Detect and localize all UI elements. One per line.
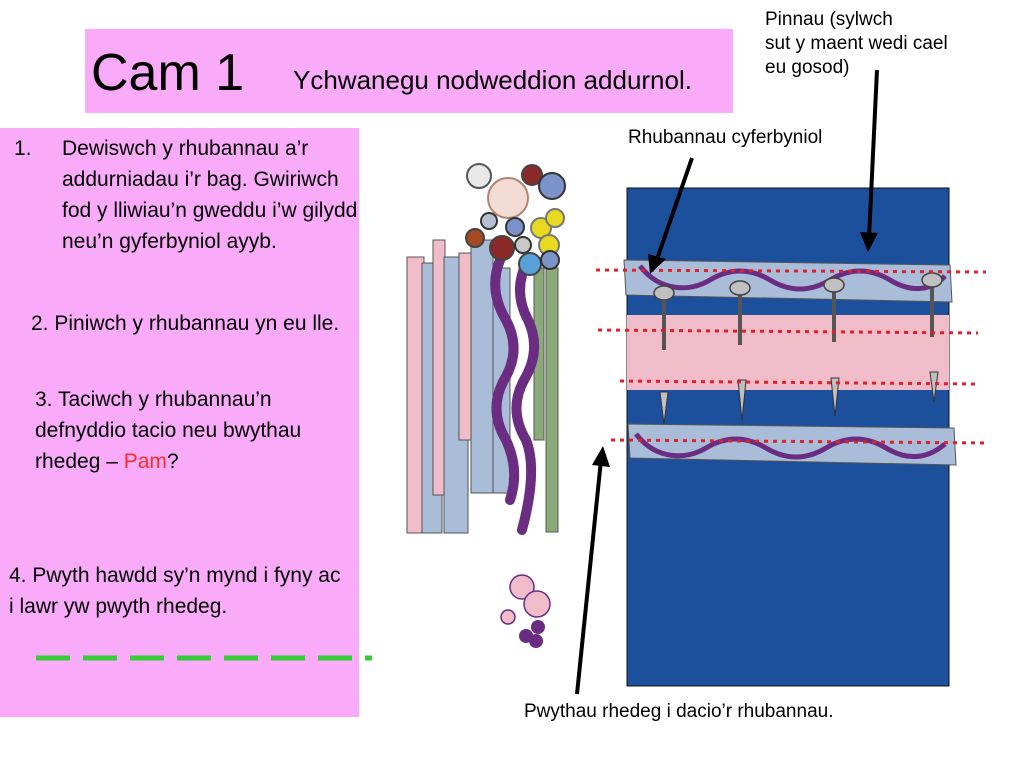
beads-cluster bbox=[500, 574, 551, 648]
ribbon-green bbox=[545, 267, 559, 533]
label-contrasting-ribbons: Rhubannau cyferbyniol bbox=[628, 127, 823, 148]
ribbon-bundle bbox=[406, 239, 559, 535]
button-icon bbox=[521, 164, 543, 186]
page-title: Cam 1 bbox=[91, 44, 245, 102]
instructions-panel: 1. Dewiswch y rhubannau a’r addurniadau … bbox=[0, 128, 359, 717]
bag-ribbon-bottom bbox=[627, 423, 957, 466]
ribbon-wave-top bbox=[638, 264, 947, 292]
button-icon bbox=[545, 208, 565, 228]
ribbon-pink bbox=[406, 256, 425, 534]
buttons-cluster bbox=[465, 163, 566, 276]
pin-tip-icon bbox=[929, 371, 939, 403]
button-icon bbox=[538, 172, 566, 200]
bead-icon bbox=[523, 590, 551, 618]
step-1-number: 1. bbox=[14, 137, 32, 160]
arrows bbox=[575, 69, 879, 695]
button-icon bbox=[487, 177, 529, 219]
bead-icon bbox=[529, 634, 543, 648]
arrow-head-icon bbox=[592, 446, 610, 467]
button-icon bbox=[514, 236, 532, 254]
bead-icon bbox=[500, 609, 516, 625]
guide-line bbox=[597, 328, 979, 335]
button-icon bbox=[489, 235, 515, 261]
arrow-head-icon bbox=[648, 254, 666, 274]
label-pins-line: sut y maent wedi cael bbox=[765, 33, 948, 54]
title-box: Cam 1 Ychwanegu nodweddion addurnol. bbox=[85, 29, 733, 113]
step-4-text: 4. Pwyth hawdd sy’n mynd i fyny ac i law… bbox=[9, 564, 341, 618]
guide-line bbox=[610, 438, 990, 445]
step-3-prefix: 3. Taciwch y rhubannau’n defnyddio tacio… bbox=[35, 388, 302, 473]
pin-head-icon bbox=[729, 280, 751, 296]
button-icon bbox=[465, 228, 485, 248]
ribbon-pink bbox=[432, 239, 446, 496]
label-pins-line: eu gosod) bbox=[765, 57, 850, 78]
button-icon bbox=[505, 217, 525, 237]
step-2-text: 2. Piniwch y rhubannau yn eu lle. bbox=[31, 312, 340, 335]
button-icon bbox=[518, 252, 542, 276]
button-icon bbox=[480, 212, 498, 230]
bag-ribbon-pink bbox=[627, 315, 949, 390]
pin-head-icon bbox=[921, 272, 943, 288]
pin-tip-icon bbox=[659, 391, 669, 425]
pins bbox=[653, 272, 943, 425]
button-icon bbox=[540, 250, 560, 270]
page-subtitle: Ychwanegu nodweddion addurnol. bbox=[293, 65, 692, 95]
step-3-text: 3. Taciwch y rhubannau’n defnyddio tacio… bbox=[35, 384, 365, 477]
pin-tip-icon bbox=[737, 379, 747, 421]
ribbon-light-blue bbox=[470, 239, 494, 494]
arrow-head-icon bbox=[860, 232, 878, 252]
guide-line bbox=[619, 379, 978, 386]
guide-line bbox=[595, 268, 987, 274]
ribbon-purple-wavy bbox=[511, 255, 540, 535]
label-pins: Pinnau (sylwch sut y maent wedi cael eu … bbox=[765, 8, 948, 80]
bead-icon bbox=[531, 620, 545, 634]
ribbon-wave-bottom bbox=[634, 432, 947, 460]
button-icon bbox=[466, 163, 492, 189]
pin-head-icon bbox=[653, 285, 675, 301]
arrow-contrast bbox=[654, 157, 694, 263]
step-3-suffix: ? bbox=[166, 450, 179, 473]
pin-head-icon bbox=[823, 277, 845, 293]
ribbon-purple-wavy bbox=[490, 255, 520, 505]
label-running-stitches: Pwythau rhedeg i dacio’r rhubannau. bbox=[524, 701, 834, 722]
step-1-text: Dewiswch y rhubannau a’r addurniadau i’r… bbox=[62, 137, 358, 253]
label-pins-line: Pinnau (sylwch bbox=[765, 9, 893, 30]
guide-lines bbox=[595, 268, 990, 445]
pin-tip-icon bbox=[830, 377, 840, 417]
arrow-pins bbox=[867, 69, 879, 239]
bead-icon bbox=[509, 574, 535, 600]
arrow-running bbox=[575, 459, 603, 695]
step-3-highlight: Pam bbox=[123, 450, 167, 473]
ribbon-pink bbox=[458, 252, 472, 441]
